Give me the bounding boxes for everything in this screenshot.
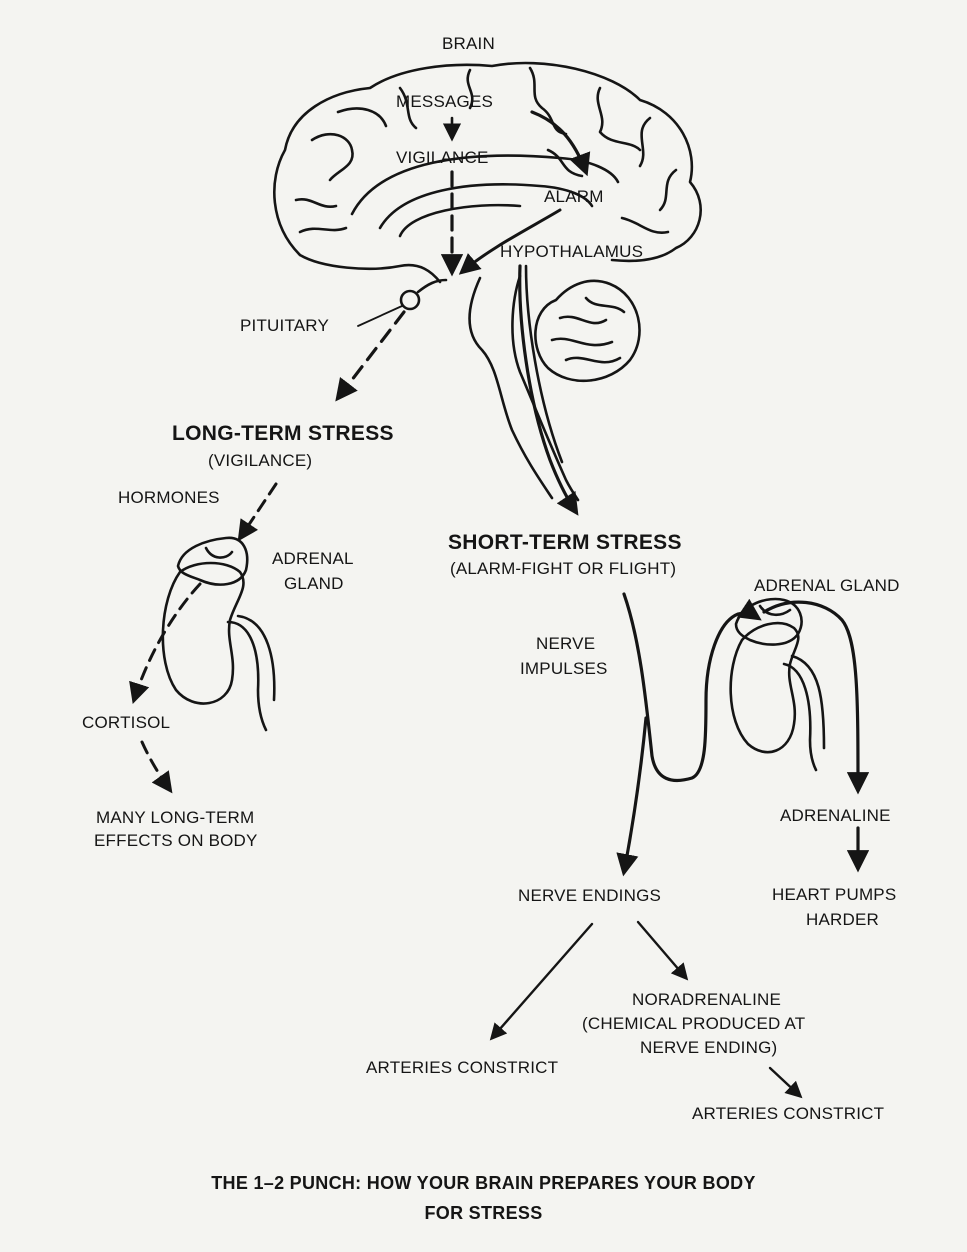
label-nerve-impulses-2: IMPULSES: [520, 659, 608, 678]
caption-line-2: FOR STRESS: [424, 1203, 543, 1223]
label-adrenaline: ADRENALINE: [780, 806, 891, 825]
label-adrenal-left-2: GLAND: [284, 574, 344, 593]
label-arteries-left: ARTERIES CONSTRICT: [366, 1058, 559, 1077]
label-nerve-impulses-1: NERVE: [536, 634, 596, 653]
label-cortisol: CORTISOL: [82, 713, 171, 732]
label-adrenal-left-1: ADRENAL: [272, 549, 354, 568]
label-noradrenaline-2: (CHEMICAL PRODUCED AT: [582, 1014, 806, 1033]
label-nerve-endings: NERVE ENDINGS: [518, 886, 662, 905]
figure-caption: THE 1–2 PUNCH: HOW YOUR BRAIN PREPARES Y…: [60, 1168, 907, 1228]
label-arteries-right: ARTERIES CONSTRICT: [692, 1104, 885, 1123]
label-vigilance: VIGILANCE: [396, 148, 489, 167]
adrenal-gland-right-illustration: [729, 597, 826, 772]
label-hypothalamus: HYPOTHALAMUS: [500, 242, 644, 261]
label-effects-2: EFFECTS ON BODY: [94, 831, 258, 850]
label-short-term-stress: SHORT-TERM STRESS: [448, 531, 682, 554]
label-long-term-sub: (VIGILANCE): [208, 451, 313, 470]
label-long-term-stress: LONG-TERM STRESS: [172, 422, 394, 445]
label-alarm: ALARM: [544, 187, 604, 206]
label-noradrenaline-1: NORADRENALINE: [632, 990, 782, 1009]
label-heart-1: HEART PUMPS: [772, 885, 897, 904]
adrenal-gland-left-illustration: [161, 536, 276, 732]
label-brain: BRAIN: [442, 34, 495, 53]
label-adrenal-right: ADRENAL GLAND: [754, 576, 900, 595]
label-short-term-sub: (ALARM-FIGHT OR FLIGHT): [450, 559, 677, 578]
label-noradrenaline-3: NERVE ENDING): [640, 1038, 778, 1057]
label-pituitary: PITUITARY: [240, 316, 330, 335]
label-messages: MESSAGES: [396, 92, 494, 111]
caption-line-1: THE 1–2 PUNCH: HOW YOUR BRAIN PREPARES Y…: [211, 1173, 756, 1193]
label-effects-1: MANY LONG-TERM: [96, 808, 255, 827]
label-hormones: HORMONES: [118, 488, 220, 507]
label-heart-2: HARDER: [806, 910, 879, 929]
